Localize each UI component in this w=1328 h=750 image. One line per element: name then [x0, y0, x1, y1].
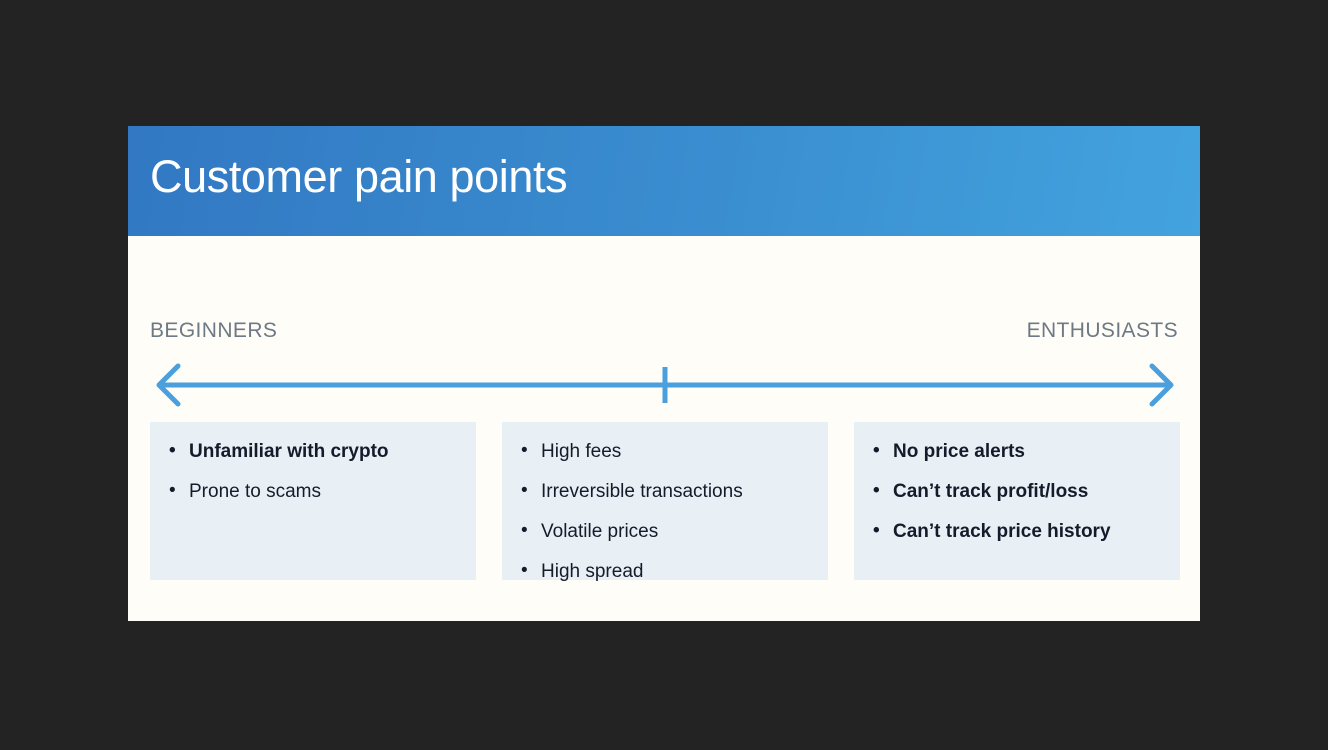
slide-header: Customer pain points — [128, 126, 1200, 236]
list-item: High spread — [518, 561, 812, 581]
pain-box-middle: High fees Irreversible transactions Vola… — [502, 422, 828, 581]
slide-body: BEGINNERS ENTHUSIASTS Unfamiliar with cr… — [128, 236, 1200, 621]
list-item: Irreversible transactions — [518, 481, 812, 501]
pain-list: Unfamiliar with crypto Prone to scams — [166, 441, 460, 501]
pain-list: No price alerts Can’t track profit/loss … — [870, 441, 1164, 541]
page-title: Customer pain points — [150, 151, 568, 202]
list-item: Can’t track profit/loss — [870, 481, 1164, 501]
list-item: Volatile prices — [518, 521, 812, 541]
spectrum-axis — [150, 362, 1180, 408]
pain-box-enthusiasts: No price alerts Can’t track profit/loss … — [854, 422, 1180, 580]
list-item: Prone to scams — [166, 481, 460, 501]
list-item: Can’t track price history — [870, 521, 1164, 541]
pain-list: High fees Irreversible transactions Vola… — [518, 441, 812, 581]
list-item: High fees — [518, 441, 812, 461]
arrow-left-icon — [156, 363, 181, 407]
arrow-right-icon — [1149, 363, 1174, 407]
list-item: No price alerts — [870, 441, 1164, 461]
spectrum-label-beginners: BEGINNERS — [150, 319, 278, 342]
pain-box-beginners: Unfamiliar with crypto Prone to scams — [150, 422, 476, 580]
spectrum-label-enthusiasts: ENTHUSIASTS — [1026, 319, 1178, 342]
list-item: Unfamiliar with crypto — [166, 441, 460, 461]
slide-card: Customer pain points BEGINNERS ENTHUSIAS… — [128, 126, 1200, 621]
pain-point-columns: Unfamiliar with crypto Prone to scams Hi… — [150, 422, 1180, 581]
